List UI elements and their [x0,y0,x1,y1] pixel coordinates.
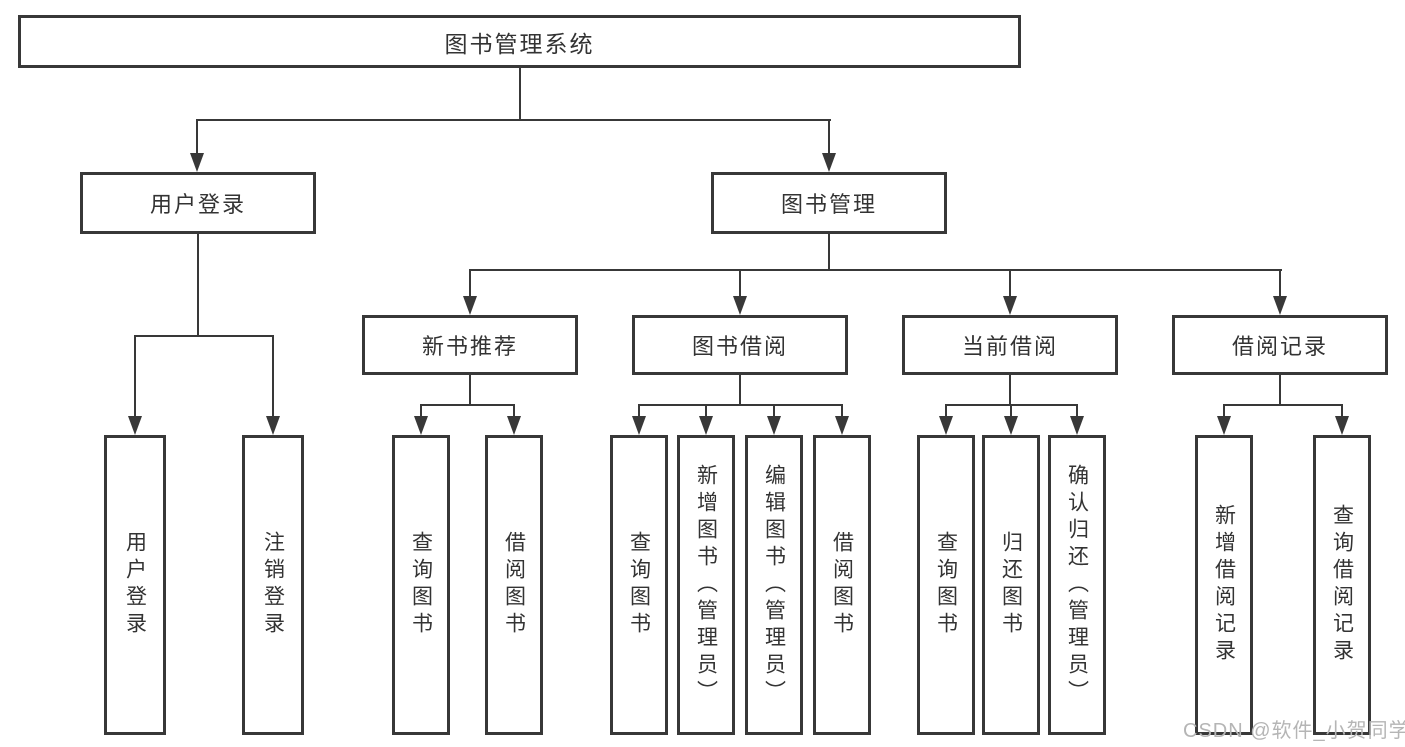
connector-book-borrow-bus [638,404,843,406]
arrowhead-icon [733,296,747,315]
node-borrow-records-box: 借阅记录 [1172,315,1388,375]
arrowhead-icon [128,416,142,435]
node-user-login-box: 用户登录 [80,172,316,234]
arrowhead-icon [414,416,428,435]
arrowhead-icon [1273,296,1287,315]
node-new-books-label: 新书推荐 [421,334,518,359]
connector-drop [420,404,422,418]
arrowhead-icon [266,416,280,435]
connector-drop [773,404,775,418]
leaf-add-books-admin-box: 新增图书（管理员） [677,435,735,735]
connector-drop [513,404,515,418]
leaf-query-books-box: 查询图书 [917,435,975,735]
node-book-mgmt-box: 图书管理 [711,172,947,234]
connector-drop-book-mgmt [828,119,830,155]
leaf-add-borrow-record-box: 新增借阅记录 [1195,435,1253,735]
connector-drop-login-2 [272,335,274,418]
arrowhead-icon [767,416,781,435]
node-book-borrow-label: 图书借阅 [691,334,788,359]
leaf-edit-books-admin-label: 编辑图书（管理员） [762,463,786,707]
leaf-confirm-return-admin-label: 确认归还（管理员） [1065,463,1089,707]
connector-drop-new-books [469,269,471,298]
leaf-user-login-label: 用户登录 [123,531,147,639]
leaf-add-borrow-record-label: 新增借阅记录 [1212,504,1236,666]
leaf-borrow-books-box: 借阅图书 [813,435,871,735]
connector-drop-borrow-records [1279,269,1281,298]
connector-login-bus [134,335,274,337]
connector-new-books-bus [420,404,515,406]
arrowhead-icon [1004,416,1018,435]
connector-drop [945,404,947,418]
connector-drop [638,404,640,418]
connector-borrow-records-stem [1279,375,1281,405]
node-current-borrow-label: 当前借阅 [961,334,1058,359]
leaf-return-books-box: 归还图书 [982,435,1040,735]
arrowhead-icon [1070,416,1084,435]
connector-drop [1223,404,1225,418]
leaf-query-books-label: 查询图书 [627,531,651,639]
leaf-query-books-label: 查询图书 [409,531,433,639]
arrowhead-icon [507,416,521,435]
leaf-query-books-label: 查询图书 [934,531,958,639]
leaf-logout-box: 注销登录 [242,435,304,735]
node-new-books-box: 新书推荐 [362,315,578,375]
node-borrow-records-label: 借阅记录 [1231,334,1328,359]
leaf-borrow-books-box: 借阅图书 [485,435,543,735]
arrowhead-icon [835,416,849,435]
connector-drop-book-borrow [739,269,741,298]
leaf-borrow-books-label: 借阅图书 [830,531,854,639]
connector-drop [841,404,843,418]
connector-drop [1341,404,1343,418]
connector-drop-user-login [196,119,198,155]
connector-drop-login-1 [134,335,136,418]
leaf-borrow-books-label: 借阅图书 [502,531,526,639]
leaf-user-login-box: 用户登录 [104,435,166,735]
leaf-query-books-box: 查询图书 [392,435,450,735]
node-user-login-label: 用户登录 [149,192,246,217]
connector-drop [1076,404,1078,418]
node-book-mgmt-label: 图书管理 [780,192,877,217]
leaf-confirm-return-admin-box: 确认归还（管理员） [1048,435,1106,735]
arrowhead-icon [1217,416,1231,435]
arrowhead-icon [822,153,836,172]
connector-borrow-records-bus [1223,404,1343,406]
arrowhead-icon [1003,296,1017,315]
arrowhead-icon [1335,416,1349,435]
leaf-query-borrow-record-label: 查询借阅记录 [1330,504,1354,666]
connector-root-stem [519,68,521,120]
leaf-add-books-admin-label: 新增图书（管理员） [694,463,718,707]
arrowhead-icon [699,416,713,435]
connector-drop [705,404,707,418]
connector-book-borrow-stem [739,375,741,405]
leaf-query-borrow-record-box: 查询借阅记录 [1313,435,1371,735]
connector-drop-current-borrow [1009,269,1011,298]
leaf-query-books-box: 查询图书 [610,435,668,735]
node-book-borrow-box: 图书借阅 [632,315,848,375]
connector-new-books-stem [469,375,471,405]
arrowhead-icon [939,416,953,435]
connector-current-borrow-stem [1009,375,1011,405]
node-current-borrow-box: 当前借阅 [902,315,1118,375]
leaf-logout-label: 注销登录 [261,531,285,639]
arrowhead-icon [632,416,646,435]
connector-level2-bus [469,269,1282,271]
arrowhead-icon [463,296,477,315]
csdn-watermark: CSDN @软件_小贺同学 [1183,720,1405,742]
arrowhead-icon [190,153,204,172]
connector-login-stem [197,234,199,337]
connector-mgmt-stem [828,234,830,270]
leaf-return-books-label: 归还图书 [999,531,1023,639]
leaf-edit-books-admin-box: 编辑图书（管理员） [745,435,803,735]
node-root-label: 图书管理系统 [444,30,595,57]
connector-drop [1010,404,1012,418]
connector-level1-bus [196,119,831,121]
node-root-box: 图书管理系统 [18,15,1021,68]
